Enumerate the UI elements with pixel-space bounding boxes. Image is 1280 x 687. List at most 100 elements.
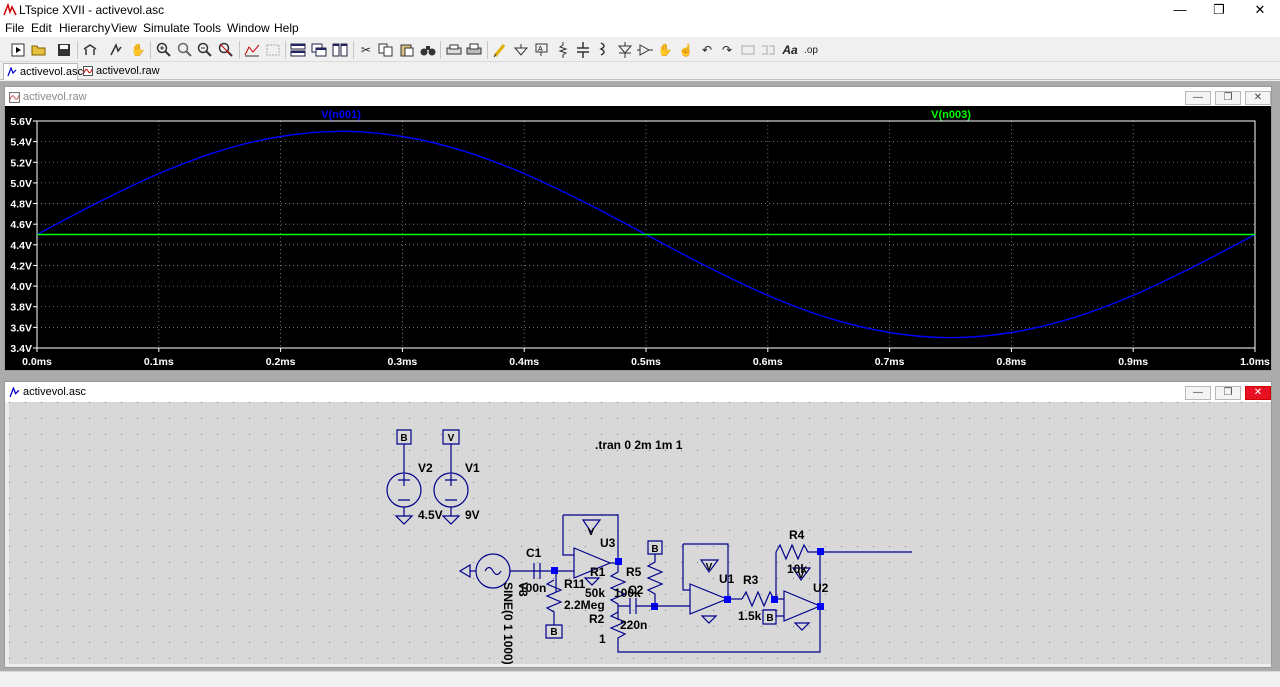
schematic-canvas[interactable]: B V V2 V1 4.5V 9V .tran 0 2m 1m 1 C1 100… [9,402,1271,664]
menu-bar: File Edit Hierarchy View Simulate Tools … [0,20,1280,37]
c2-value: 220n [620,618,647,632]
v2-source[interactable] [386,429,422,525]
schematic-close-button[interactable]: ✕ [1245,386,1271,400]
menu-file[interactable]: File [5,21,25,35]
x-tick-label: 0.8ms [997,356,1027,368]
u3-opamp[interactable] [556,514,622,586]
resistor-icon[interactable] [554,41,572,59]
tab-activevol-raw[interactable]: activevol.raw [80,63,160,80]
zoom-out-icon[interactable] [196,41,214,59]
rotate-icon[interactable] [739,41,757,59]
u3-label: U3 [600,536,616,550]
find-icon[interactable] [419,41,437,59]
flag-v-u3: V [588,527,595,538]
waveform-minimize-button[interactable]: — [1185,91,1211,105]
cut-icon[interactable]: ✂ [360,43,372,57]
minimize-button[interactable]: — [1173,2,1187,17]
c1-value: 100n [519,581,546,595]
plot-grid [37,121,1255,348]
menu-simulate[interactable]: Simulate [143,21,190,35]
x-tick-label: 0.2ms [266,356,296,368]
tab-activevol-asc[interactable]: activevol.asc [3,63,83,80]
print-icon[interactable] [465,41,483,59]
c1-capacitor[interactable] [533,563,541,579]
schematic-maximize-button[interactable]: ❐ [1215,386,1241,400]
menu-view[interactable]: View [111,21,137,35]
u2-label: U2 [813,581,829,595]
trace-label-vn003[interactable]: V(n003) [931,109,971,121]
r11-resistor[interactable] [545,579,563,639]
paste-icon[interactable] [398,41,416,59]
cascade-icon[interactable] [310,41,328,59]
waveform-window-caption[interactable]: activevol.raw [5,87,1271,107]
x-tick-label: 1.0ms [1240,356,1270,368]
zoom-in-icon[interactable] [155,41,173,59]
capacitor-icon[interactable] [574,41,592,59]
menu-hierarchy[interactable]: Hierarchy [59,21,111,35]
component-icon[interactable] [636,41,654,59]
redo-icon[interactable]: ↷ [721,43,733,57]
c1-label: C1 [526,546,542,560]
svg-text:A: A [538,46,543,53]
tile-vertical-icon[interactable] [331,41,349,59]
y-tick-label: 3.4V [10,343,32,355]
r4-resistor[interactable] [775,543,912,561]
y-tick-label: 4.4V [10,240,32,252]
c2-capacitor[interactable] [618,598,690,614]
x-tick-label: 0.6ms [753,356,783,368]
control-panel-icon[interactable] [81,41,99,59]
restore-button[interactable]: ❐ [1213,2,1225,17]
grid-icon[interactable] [264,41,282,59]
schematic-window-caption[interactable]: activevol.asc [5,382,1271,402]
waveform-icon [83,66,93,76]
ground-icon[interactable] [512,41,530,59]
halt-icon[interactable] [107,41,125,59]
mirror-icon[interactable] [759,41,777,59]
pan-icon[interactable]: ✋ [130,43,146,57]
menu-tools[interactable]: Tools [193,21,222,35]
y-tick-label: 4.6V [10,219,32,231]
r5-resistor[interactable] [646,540,664,606]
r1-resistor[interactable] [609,563,627,620]
menu-window[interactable]: Window [227,21,270,35]
title-bar: LTspice XVII - activevol.asc — ❐ ✕ [0,0,1280,20]
v2-label: V2 [418,461,433,475]
menu-help[interactable]: Help [274,21,299,35]
diode-icon[interactable] [616,41,634,59]
r5-label: R5 [626,565,642,579]
drag-icon[interactable]: ☝ [678,43,694,57]
label-net-icon[interactable]: A [533,41,551,59]
plot-series [36,130,1256,339]
close-button[interactable]: ✕ [1254,2,1266,17]
zoom-fit-icon[interactable] [217,41,235,59]
run-icon[interactable] [9,41,27,59]
v1-source[interactable] [433,429,469,525]
waveform-close-button[interactable]: ✕ [1245,91,1271,105]
schematic-minimize-button[interactable]: — [1185,386,1211,400]
undo-icon[interactable]: ↶ [701,43,713,57]
menu-edit[interactable]: Edit [31,21,52,35]
r3-value: 1.5k [738,609,762,623]
autorange-icon[interactable] [243,41,261,59]
r4-value: 10k [787,562,807,576]
print-preview-icon[interactable] [445,41,463,59]
copy-icon[interactable] [377,41,395,59]
move-icon[interactable]: ✋ [657,43,673,57]
save-icon[interactable] [55,41,73,59]
zoom-area-icon[interactable] [176,41,194,59]
r2-resistor[interactable] [609,610,821,653]
tran-directive[interactable]: .tran 0 2m 1m 1 [595,438,683,452]
tile-horizontal-icon[interactable] [289,41,307,59]
draw-wire-icon[interactable] [491,41,509,59]
inductor-icon[interactable] [594,41,612,59]
open-icon[interactable] [30,41,48,59]
trace-label-vn001[interactable]: V(n001) [321,109,361,121]
v3-value: SINE(0 1 1000) [501,582,515,664]
spice-directive-icon[interactable]: .op [804,44,818,56]
text-icon[interactable]: Aa [782,43,798,57]
waveform-maximize-button[interactable]: ❐ [1215,91,1241,105]
u2-opamp[interactable] [762,552,824,631]
ltspice-app-icon [3,3,17,16]
u1-opamp[interactable] [682,543,742,624]
